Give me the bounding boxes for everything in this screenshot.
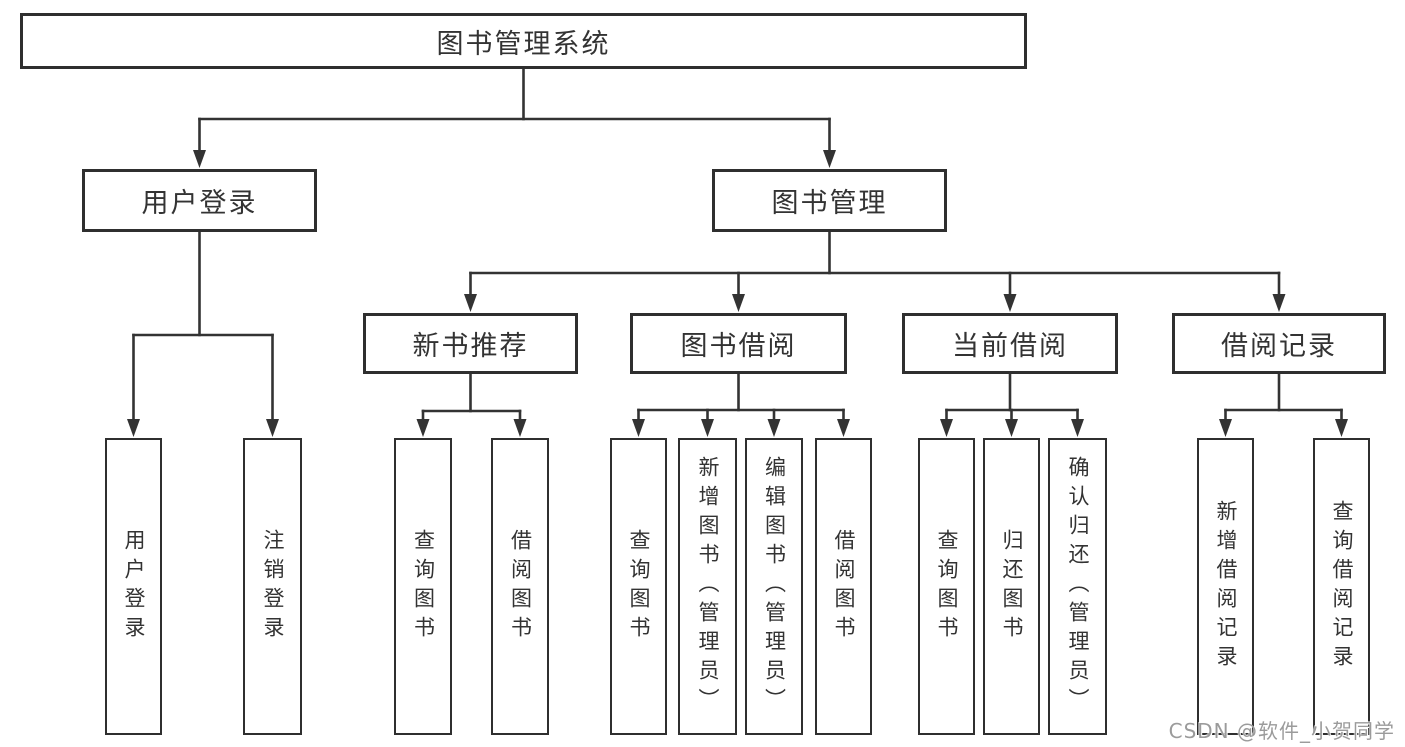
node-label: 图书借阅 — [680, 331, 797, 362]
node-leaf-borrow-book-1: 借阅图书 — [491, 438, 549, 735]
node-label: 当前借阅 — [952, 331, 1068, 362]
node-leaf-logout: 注销登录 — [243, 438, 302, 735]
node-leaf-add-book: 新增图书（管理员） — [678, 438, 737, 735]
node-label: 查询图书 — [627, 528, 651, 645]
node-leaf-add-record: 新增借阅记录 — [1197, 438, 1254, 735]
node-label: 用户登录 — [141, 188, 258, 219]
node-label: 新增图书（管理员） — [696, 456, 720, 717]
node-leaf-query-book-3: 查询图书 — [918, 438, 975, 735]
node-leaf-query-record: 查询借阅记录 — [1313, 438, 1370, 735]
node-leaf-query-book-2: 查询图书 — [610, 438, 667, 735]
node-label: 图书管理 — [771, 188, 888, 219]
node-label: 用户登录 — [122, 528, 146, 645]
node-label: 查询借阅记录 — [1330, 499, 1354, 674]
node-borrow-record: 借阅记录 — [1172, 313, 1386, 374]
node-leaf-return-book: 归还图书 — [983, 438, 1040, 735]
node-leaf-user-login: 用户登录 — [105, 438, 162, 735]
node-label: 借阅图书 — [508, 528, 533, 645]
node-label: 图书管理系统 — [436, 28, 611, 60]
node-label: 借阅图书 — [832, 528, 856, 645]
node-label: 编辑图书（管理员） — [762, 456, 787, 717]
node-book-mgmt: 图书管理 — [712, 169, 947, 232]
node-leaf-edit-book: 编辑图书（管理员） — [745, 438, 803, 735]
node-label: 确认归还（管理员） — [1066, 456, 1090, 717]
csdn-watermark: CSDN @软件_小贺同学 — [1168, 719, 1395, 743]
node-user-login: 用户登录 — [82, 169, 317, 232]
node-label: 注销登录 — [261, 528, 285, 645]
node-current-borrow: 当前借阅 — [902, 313, 1118, 374]
node-label: 新增借阅记录 — [1214, 499, 1238, 674]
node-label: 查询图书 — [411, 528, 436, 645]
node-label: 归还图书 — [1000, 528, 1024, 645]
node-label: 借阅记录 — [1221, 331, 1337, 362]
node-leaf-borrow-book-2: 借阅图书 — [815, 438, 872, 735]
node-new-book-rec: 新书推荐 — [363, 313, 578, 374]
node-root: 图书管理系统 — [20, 13, 1027, 69]
node-label: 新书推荐 — [412, 331, 529, 362]
node-leaf-confirm-return: 确认归还（管理员） — [1048, 438, 1107, 735]
node-leaf-query-book-1: 查询图书 — [394, 438, 452, 735]
node-book-borrow: 图书借阅 — [630, 313, 847, 374]
node-label: 查询图书 — [935, 528, 959, 645]
